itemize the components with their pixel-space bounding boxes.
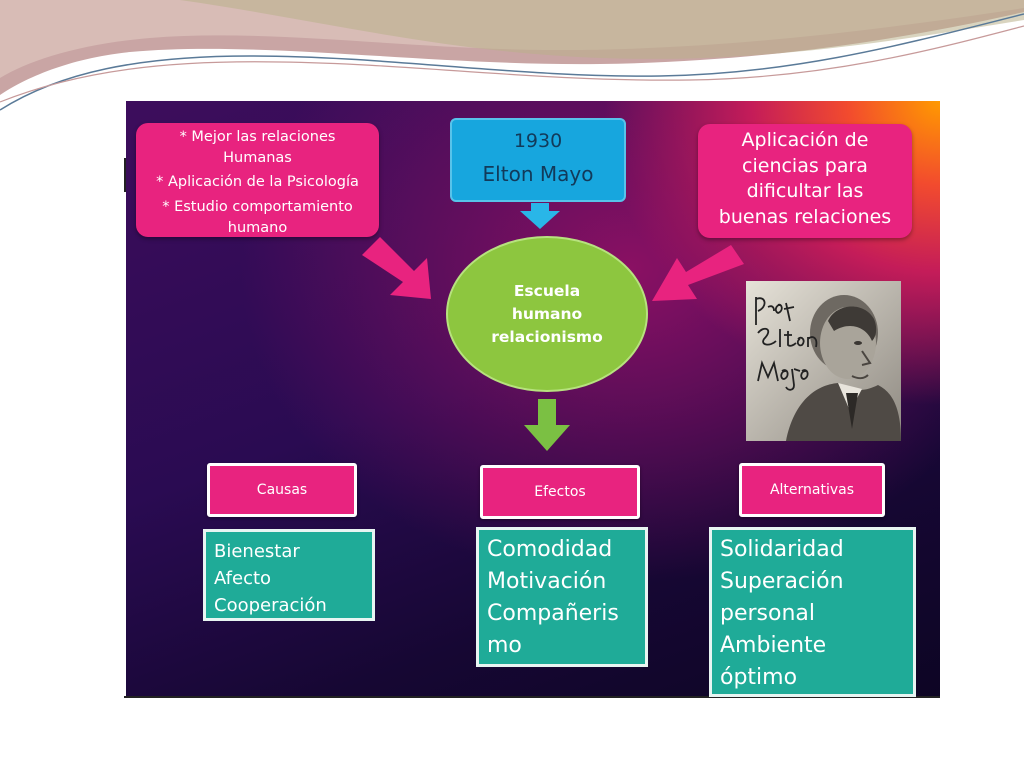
alternativas-item-4: Ambiente <box>720 633 827 658</box>
alternativas-item-3: personal <box>720 601 816 626</box>
causas-item-3: Cooperación <box>214 595 327 616</box>
alternativas-label: Alternativas <box>739 463 885 517</box>
causas-item-1: Bienestar <box>214 541 300 562</box>
causes-line-1: * Mejor las relaciones <box>179 129 336 145</box>
alternativas-item-2: Superación <box>720 569 844 594</box>
header-wave-banner <box>0 0 1024 111</box>
causes-line-3: * Aplicación de la Psicología <box>156 174 359 190</box>
efectos-label: Efectos <box>480 465 640 519</box>
alternativas-item-1: Solidaridad <box>720 537 844 562</box>
right-line-4: buenas relaciones <box>718 205 892 228</box>
causes-line-4: * Estudio comportamiento <box>162 199 353 215</box>
elton-mayo-text: Elton Mayo <box>482 162 594 186</box>
elton-mayo-portrait <box>746 281 901 441</box>
causas-item-2: Afecto <box>214 568 272 589</box>
right-line-1: Aplicación de <box>741 129 869 151</box>
applied-sciences-box: Aplicación de ciencias para dificultar l… <box>698 124 912 238</box>
center-line-3: relacionismo <box>491 327 603 346</box>
elton-mayo-box: 1930 Elton Mayo <box>450 118 626 202</box>
arrow-down-blue-icon <box>520 203 560 229</box>
right-line-2: ciencias para <box>742 154 868 177</box>
central-school-circle: Escuela humano relacionismo <box>446 236 648 392</box>
efectos-item-4: mo <box>487 633 522 658</box>
causes-line-2: Humanas <box>223 150 292 166</box>
efectos-item-1: Comodidad <box>487 537 613 562</box>
arrow-right-diagonal-icon <box>652 245 744 301</box>
causas-items-box: Bienestar Afecto Cooperación <box>203 529 375 621</box>
causes-line-5: humano <box>227 220 288 236</box>
arrow-left-diagonal-icon <box>362 237 431 299</box>
right-line-3: dificultar las <box>746 180 864 202</box>
efectos-item-3: Compañeris <box>487 601 619 626</box>
alternativas-items-box: Solidaridad Superación personal Ambiente… <box>709 527 916 697</box>
efectos-items-box: Comodidad Motivación Compañeris mo <box>476 527 648 667</box>
causas-label: Causas <box>207 463 357 517</box>
arrow-down-green-icon <box>524 399 570 451</box>
center-line-2: humano <box>511 304 583 323</box>
alternativas-item-5: óptimo <box>720 665 798 690</box>
panel-left-edge-mark <box>124 158 126 192</box>
portrait-illustration <box>746 281 901 441</box>
efectos-item-2: Motivación <box>487 569 607 594</box>
center-line-1: Escuela <box>513 281 581 300</box>
panel-bottom-edge <box>124 696 940 698</box>
year-text: 1930 <box>513 130 563 152</box>
causes-list-box: * Mejor las relaciones Humanas * Aplicac… <box>136 123 379 237</box>
signature-mark <box>755 297 818 391</box>
